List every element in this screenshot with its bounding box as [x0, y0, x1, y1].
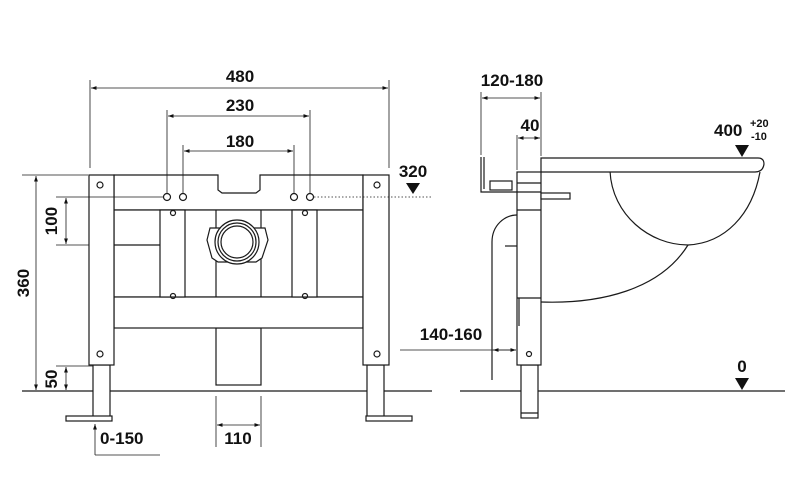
bottom-crossbar: [113, 296, 364, 329]
side-view: 120-180 40 140-160 400 +20 -10 0: [400, 71, 785, 419]
dim-480: 480: [226, 67, 254, 86]
wall-hung-toilet: [540, 157, 765, 303]
dim-180: 180: [226, 132, 254, 151]
dim-320: 320: [399, 162, 427, 181]
mounting-rod: [540, 192, 571, 200]
dim-140-160: 140-160: [420, 325, 482, 344]
right-leg: [366, 364, 385, 419]
dim-40: 40: [521, 116, 540, 135]
mounting-holes: [96, 181, 381, 358]
dim-400-tol-plus: +20: [750, 118, 769, 130]
dim-120-180: 120-180: [481, 71, 543, 90]
right-plate: [291, 209, 318, 298]
dim-50: 50: [42, 370, 61, 389]
top-crossbar: [113, 174, 364, 211]
wall-bracket: [480, 157, 517, 193]
dim-0: 0: [737, 357, 746, 376]
right-post: [362, 174, 390, 366]
dim-400: 400: [714, 121, 742, 140]
side-leg: [520, 364, 539, 419]
left-foot: [65, 415, 113, 422]
dim-0-150: 0-150: [100, 429, 143, 448]
dim-230: 230: [226, 96, 254, 115]
drain-pipe: [215, 327, 262, 386]
right-foot: [365, 415, 413, 422]
left-leg: [92, 364, 111, 419]
seat-level-marker-icon: [735, 145, 749, 157]
left-post: [88, 174, 115, 366]
dim-100: 100: [42, 207, 61, 235]
front-view: 480 230 180 320 360 100 50 0-150: [14, 67, 432, 456]
pipe-connector: [206, 219, 269, 265]
adjust-bolt: [489, 180, 513, 191]
dim-110: 110: [224, 429, 251, 448]
left-plate: [159, 209, 186, 298]
floor-level-marker-icon: [735, 378, 749, 390]
waste-pipe: [491, 214, 518, 380]
dim-400-tol-minus: -10: [751, 131, 767, 143]
side-frame: [516, 171, 542, 366]
level-marker-icon: [406, 183, 420, 194]
dim-360: 360: [14, 269, 33, 297]
